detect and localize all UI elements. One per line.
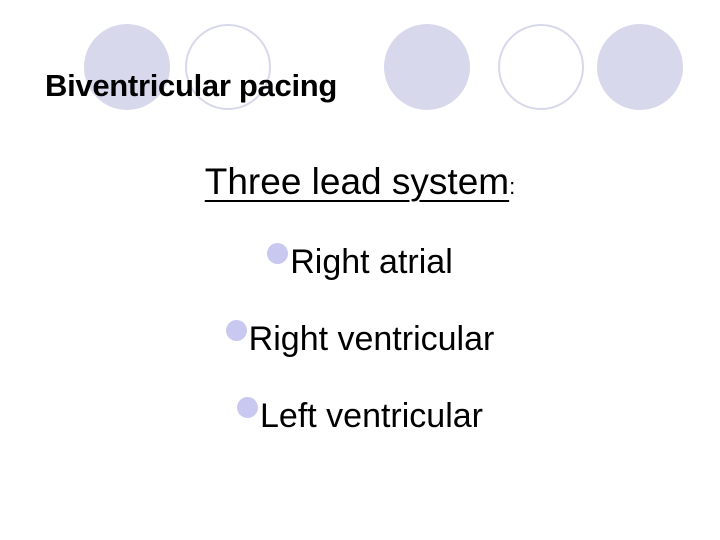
slide-title: Biventricular pacing <box>45 68 338 103</box>
outline-circle-icon <box>498 24 584 110</box>
bullet-label: Left ventricular <box>260 397 483 435</box>
bullet-dot-icon <box>225 320 247 341</box>
bullet-dot-icon <box>267 243 289 264</box>
filled-circle-icon <box>384 24 470 110</box>
subtitle-colon: : <box>509 174 516 199</box>
filled-circle-icon <box>597 24 683 110</box>
outline-circle-icon <box>185 24 271 110</box>
bullet-item: Right atrial <box>0 240 720 284</box>
bullet-dot-icon <box>237 397 258 418</box>
bullet-item: Right ventricular <box>0 317 720 361</box>
filled-circle-icon <box>84 24 170 110</box>
slide-subtitle: Three lead system: <box>0 158 720 211</box>
bullet-label: Right atrial <box>290 243 453 281</box>
subtitle-text: Three lead system <box>204 161 510 202</box>
bullet-item: Left ventricular <box>0 394 720 438</box>
bullet-label: Right ventricular <box>248 320 495 358</box>
